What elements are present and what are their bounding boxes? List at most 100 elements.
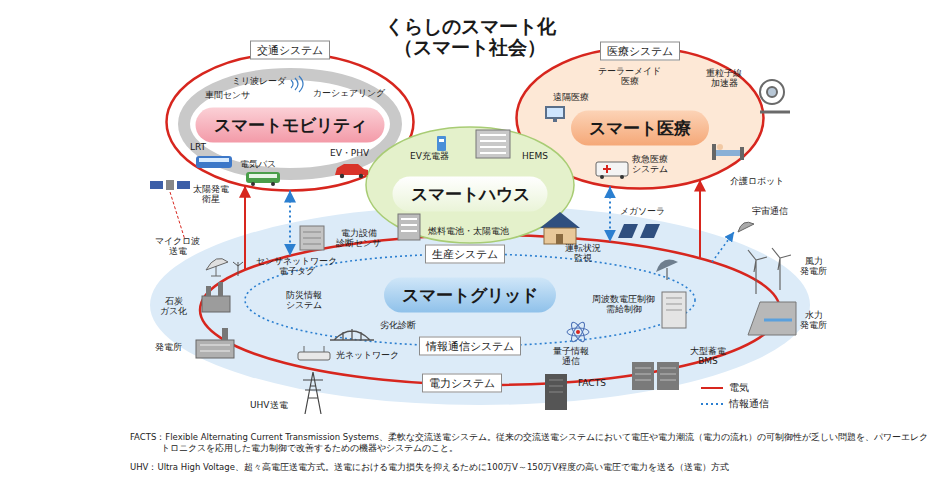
power-plant-part [222, 328, 228, 340]
ev-car-part [359, 174, 363, 178]
diagnosis-sensor-rack-part [300, 226, 324, 250]
part-label: 重粒子線 加速器 [706, 68, 742, 89]
legend-line [701, 403, 723, 405]
ambulance-part [620, 175, 624, 179]
power-plant-part [196, 340, 234, 358]
text-holder: 燃料電池・太陽電池 [428, 226, 509, 236]
part-label: EV・PHV [330, 148, 369, 158]
ambulance-part [596, 162, 628, 176]
text-holder: 救急医療 システム [632, 154, 668, 175]
text-holder: EV・PHV [330, 148, 369, 158]
text-holder: メガソーラ [620, 206, 665, 216]
ellipse-outline-part [245, 254, 695, 346]
solar-power-satellite-part [177, 181, 190, 189]
coal-gasification-plant-part [218, 282, 223, 296]
monitoring-dish-part [667, 268, 668, 280]
legend-text: 電気 [729, 382, 749, 394]
text-holder: スマートグリッド [384, 278, 556, 313]
part-label: 量子情報 通信 [553, 346, 589, 367]
text-holder: 大型蓄電 BMS [690, 346, 726, 367]
text-holder: 車間センサ [205, 90, 250, 100]
ambulance [596, 162, 628, 179]
legend-line-sample [700, 399, 724, 409]
caption: FACTS：Flexible Alternating Current Trans… [130, 432, 931, 455]
legend-line [701, 387, 723, 389]
coal-gasification-plant-part [206, 286, 211, 296]
text-holder: 医療システム [600, 40, 680, 61]
part-label: 燃料電池・太陽電池 [428, 226, 509, 236]
title: くらしのスマート化 （スマート社会） [385, 16, 556, 57]
text-holder: 太陽発電 衛星 [193, 184, 229, 205]
solar-power-satellite-part [170, 192, 185, 240]
text-holder: FACTS [578, 378, 606, 388]
ellipse-title: スマートモビリティ [196, 108, 385, 143]
legend-line-sample [700, 383, 724, 393]
apartment-building-part [476, 130, 510, 158]
ev-charger-part [437, 136, 446, 151]
text-holder: 重粒子線 加速器 [706, 68, 742, 89]
optical-router-part [298, 352, 330, 360]
text-holder: LRT [190, 142, 206, 152]
part-label: 光ネットワーク [336, 350, 399, 360]
part-label: EV充電器 [410, 151, 449, 161]
diagnosis-sensor-rack-part [303, 232, 321, 244]
text-holder: 石炭 ガス化 [160, 296, 187, 317]
footnote: UHV：Ultra High Voltage、超々高電圧送電方式。送電における電… [130, 462, 920, 473]
system-tab: 情報通信システム [419, 337, 521, 356]
space-comm-dish-part [738, 222, 754, 232]
fuel-cell-building-part [398, 214, 420, 240]
text-holder: FACTS：Flexible Alternating Current Trans… [130, 432, 931, 455]
part-label: HEMS [522, 151, 548, 161]
text-holder: ミリ波レーダ [232, 76, 286, 86]
legend-entry: 情報通信 [700, 398, 769, 410]
battery-racks-part [632, 362, 654, 390]
electric-bus-part [249, 174, 277, 178]
part-label: 介護ロボット [730, 176, 784, 186]
facts-cabinet-part [545, 374, 567, 410]
part-label: 発電所 [155, 342, 182, 352]
remote-monitor-part [547, 108, 563, 117]
text-holder: 量子情報 通信 [553, 346, 589, 367]
connector [244, 186, 246, 270]
ellipse-outline-part [150, 205, 810, 405]
ellipse-outline-part [366, 127, 574, 243]
text-holder: UHV送電 [250, 400, 288, 410]
text-holder: 宇宙通信 [752, 206, 788, 216]
particle-accelerator [760, 80, 790, 112]
ellipse-title: スマート医療 [571, 111, 709, 146]
text-holder: 発電所 [155, 342, 182, 352]
solar-power-satellite-part [166, 180, 174, 190]
part-label: 風力 発電所 [800, 256, 827, 277]
text-holder: 水力 発電所 [800, 310, 827, 331]
solar-power-satellite-part [150, 181, 163, 189]
ev-charger [437, 136, 446, 151]
care-bed-part [712, 144, 716, 160]
system-tab: 生産システム [425, 245, 505, 264]
text-holder: 遠隔医療 [553, 92, 589, 102]
legend-text: 情報通信 [729, 398, 769, 410]
part-label: 救急医療 システム [632, 154, 668, 175]
part-label: 石炭 ガス化 [160, 296, 187, 317]
facts-cabinet [545, 374, 567, 410]
part-label: LRT [190, 142, 206, 152]
ambulance-part [603, 165, 611, 173]
frequency-control-cabinet-part [662, 292, 686, 328]
battery-racks-part [657, 362, 679, 390]
system-tab: 電力システム [422, 374, 502, 393]
part-label: マイクロ波 送電 [155, 236, 200, 257]
text-holder: 光ネットワーク [336, 350, 399, 360]
tab-text: 電力システム [429, 377, 495, 390]
electric-bus-part [246, 172, 280, 183]
tab-text: 生産システム [432, 248, 498, 261]
ellipse-title: スマートハウス [393, 177, 548, 212]
lrt-tram-part [199, 158, 229, 162]
part-label: 周波数電圧制御 需給制御 [592, 294, 655, 315]
facts-cabinet-part [549, 380, 563, 392]
text-holder: HEMS [522, 151, 548, 161]
system-tab: 医療システム [600, 42, 680, 61]
ellipse-title: スマートグリッド [384, 278, 556, 313]
text-holder: 防災情報 システム [286, 290, 322, 311]
frequency-control-cabinet [662, 292, 686, 328]
